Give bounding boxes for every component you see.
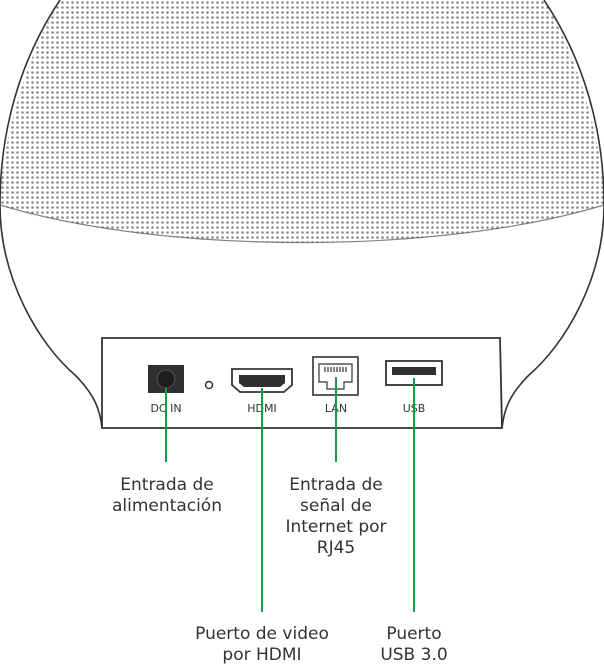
usb-callout: Puerto USB 3.0 (364, 624, 464, 666)
callout-line: por HDMI (222, 645, 302, 665)
callout-line: Puerto de video (195, 624, 329, 644)
hdmi-callout: Puerto de video por HDMI (182, 624, 342, 666)
speaker-grille (0, 0, 604, 243)
callout-line: Entrada de (289, 475, 383, 495)
device-body-outline (0, 0, 103, 429)
dc-in-callout: Entrada de alimentación (96, 475, 238, 517)
dc-in-port (148, 365, 184, 393)
grille-bottom-edge (0, 204, 604, 244)
callout-line: USB 3.0 (380, 645, 448, 665)
hdmi-port (231, 368, 293, 393)
callout-line: Entrada de (120, 475, 214, 495)
callout-line: alimentación (112, 496, 222, 516)
lan-callout: Entrada de señal de Internet por RJ45 (266, 475, 406, 559)
reset-pinhole (204, 380, 214, 390)
callout-line: RJ45 (316, 538, 356, 558)
callout-line: señal de (300, 496, 372, 516)
device-body-outline-right (501, 0, 604, 429)
callout-line: Internet por (285, 517, 387, 537)
callout-line: Puerto (386, 624, 442, 644)
